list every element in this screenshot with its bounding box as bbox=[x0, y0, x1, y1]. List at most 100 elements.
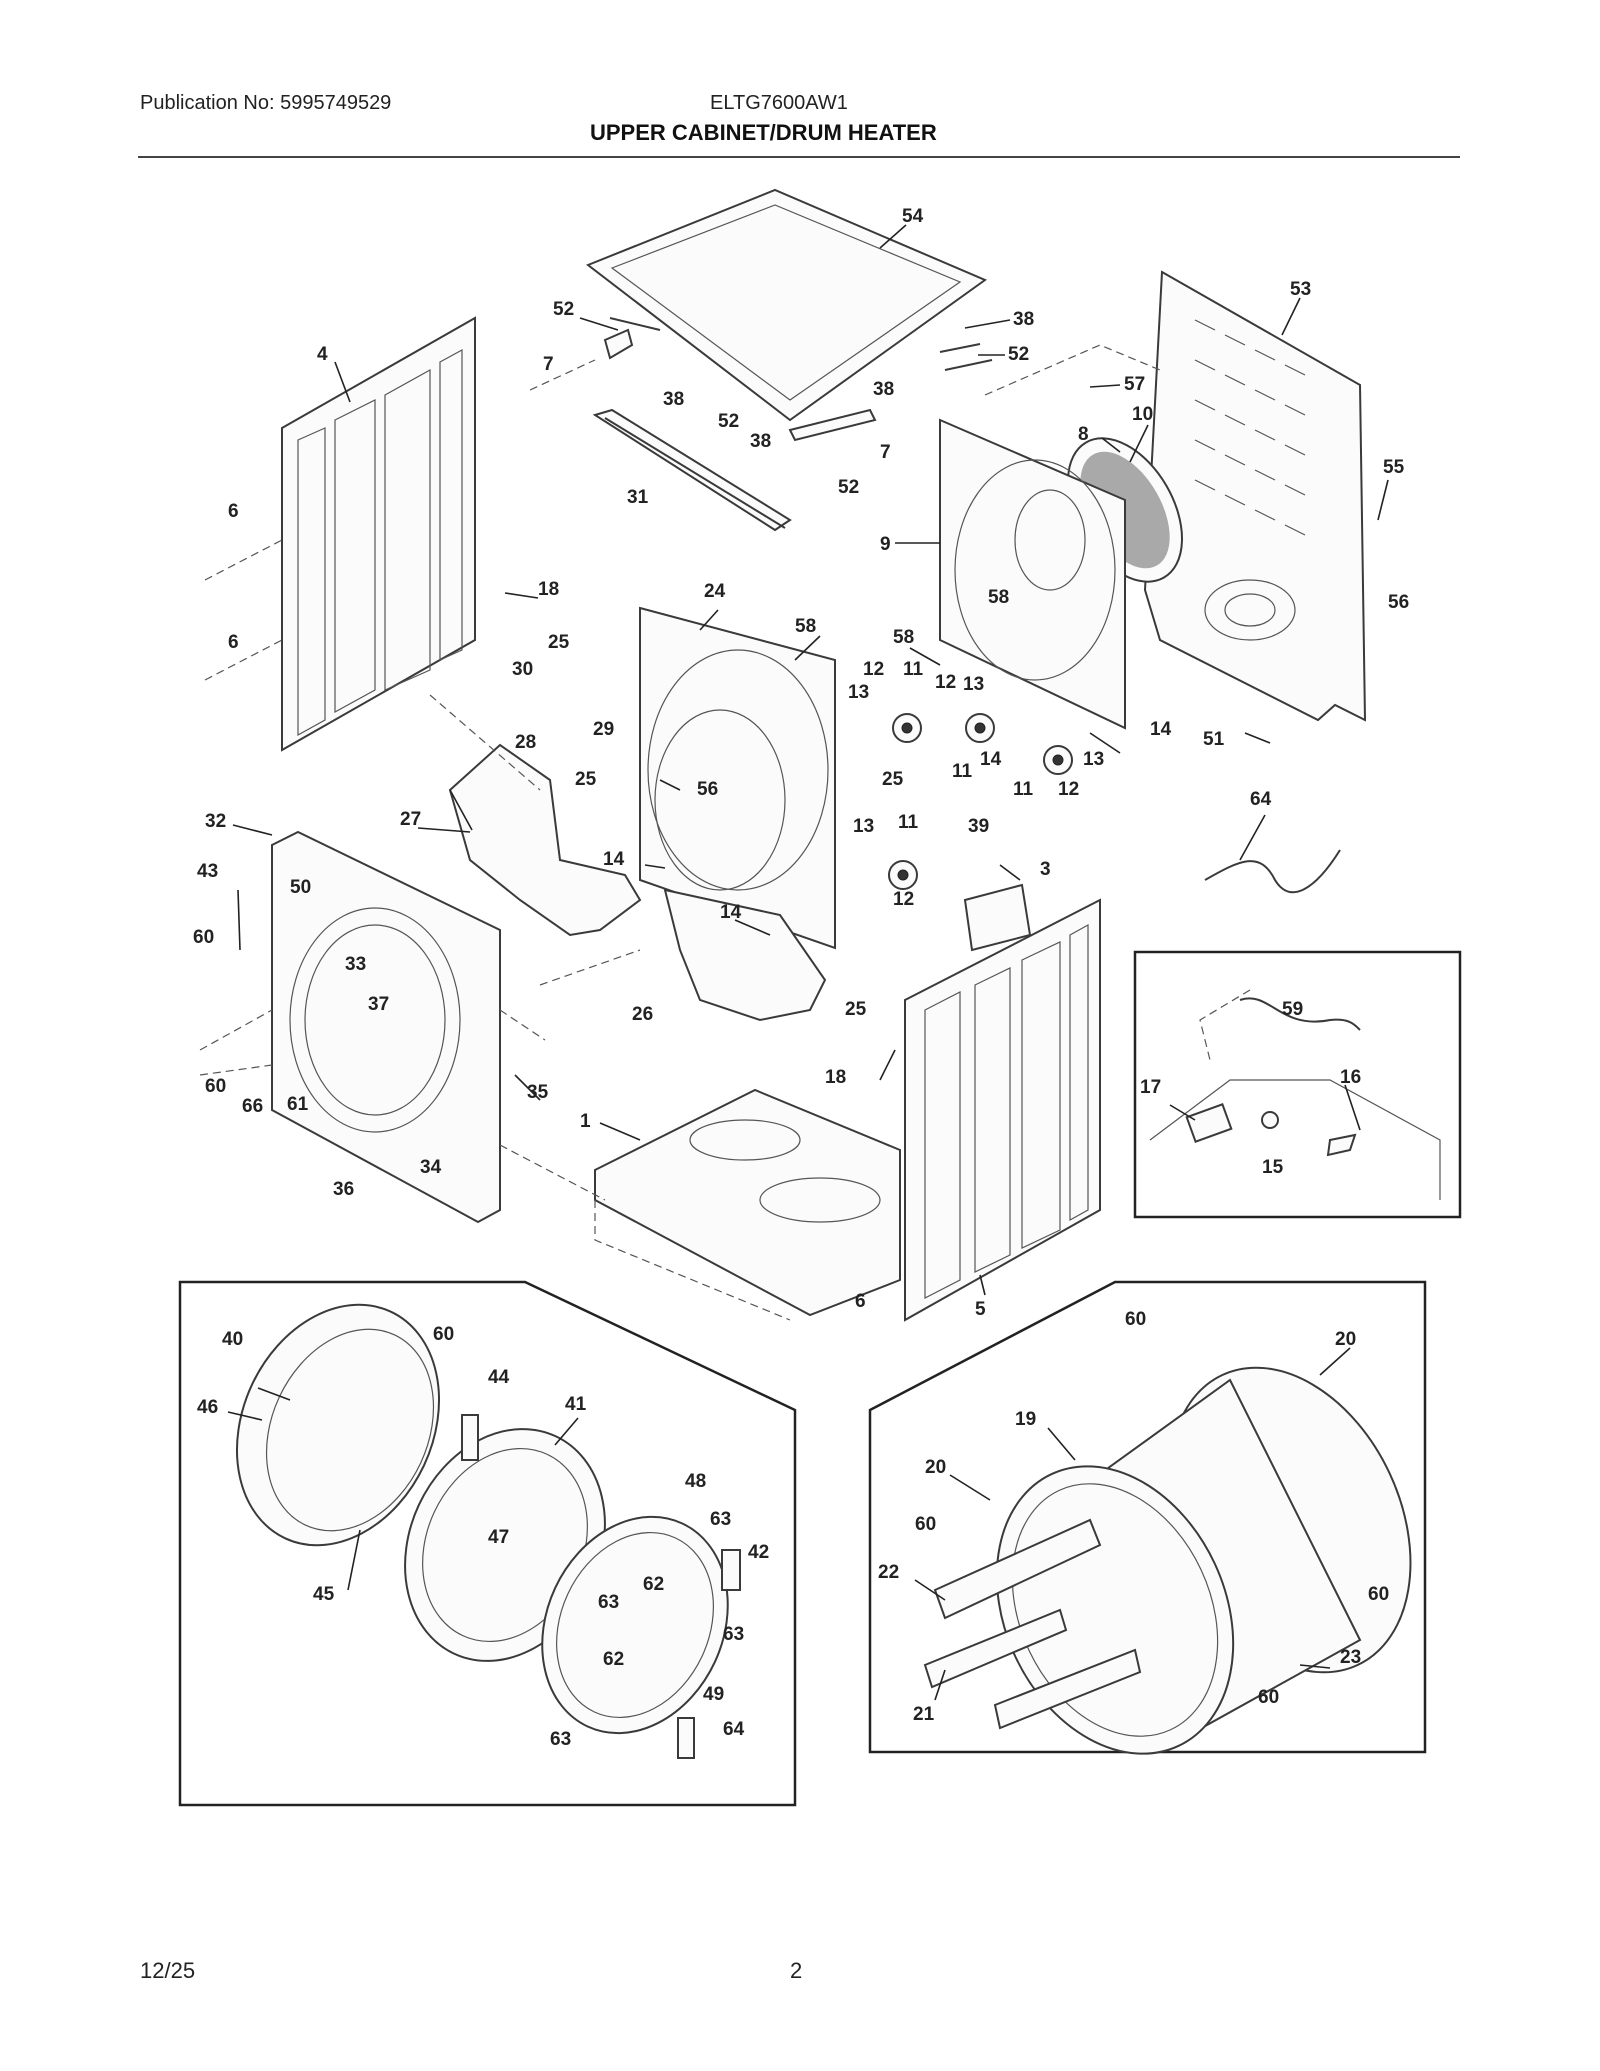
callout-21: 21 bbox=[913, 1704, 935, 1725]
model-number: ELTG7600AW1 bbox=[710, 92, 848, 114]
callout-63: 63 bbox=[598, 1592, 619, 1613]
callout-14: 14 bbox=[1150, 719, 1172, 740]
callout-11: 11 bbox=[1013, 779, 1034, 800]
callout-12: 12 bbox=[935, 672, 956, 693]
callout-57: 57 bbox=[1124, 374, 1145, 395]
callout-62: 62 bbox=[643, 1574, 664, 1595]
callout-20: 20 bbox=[1335, 1329, 1356, 1350]
callout-1: 1 bbox=[580, 1111, 591, 1132]
callout-60: 60 bbox=[1125, 1309, 1146, 1330]
callout-52: 52 bbox=[718, 411, 739, 432]
callout-55: 55 bbox=[1383, 457, 1405, 478]
callout-17: 17 bbox=[1140, 1077, 1161, 1098]
callout-35: 35 bbox=[527, 1082, 549, 1103]
right-side-panel bbox=[904, 898, 1101, 1322]
callout-60: 60 bbox=[433, 1324, 454, 1345]
callout-19: 19 bbox=[1015, 1409, 1036, 1430]
callout-58: 58 bbox=[795, 616, 816, 637]
callout-62: 62 bbox=[603, 1649, 624, 1670]
callout-39: 39 bbox=[968, 816, 989, 837]
callout-18: 18 bbox=[825, 1067, 846, 1088]
callout-49: 49 bbox=[703, 1684, 724, 1705]
callout-60: 60 bbox=[915, 1514, 936, 1535]
callout-11: 11 bbox=[903, 659, 924, 680]
callout-25: 25 bbox=[575, 769, 597, 790]
callout-58: 58 bbox=[893, 627, 914, 648]
callout-14: 14 bbox=[980, 749, 1002, 770]
front-panel bbox=[271, 830, 501, 1224]
callout-6: 6 bbox=[228, 501, 239, 522]
callout-46: 46 bbox=[197, 1397, 218, 1418]
callout-3: 3 bbox=[1040, 859, 1051, 880]
callout-60: 60 bbox=[1368, 1584, 1389, 1605]
power-cord bbox=[1204, 849, 1341, 894]
callout-38: 38 bbox=[663, 389, 684, 410]
front-bulkhead bbox=[639, 606, 836, 950]
callout-24: 24 bbox=[704, 581, 726, 602]
left-side-panel bbox=[281, 316, 476, 752]
callout-11: 11 bbox=[952, 761, 973, 782]
callout-15: 15 bbox=[1262, 1157, 1284, 1178]
callout-7: 7 bbox=[880, 442, 891, 463]
callout-63: 63 bbox=[710, 1509, 731, 1530]
callout-25: 25 bbox=[882, 769, 904, 790]
thermostat-module bbox=[963, 883, 1032, 952]
base-pan bbox=[594, 1088, 901, 1317]
callout-13: 13 bbox=[848, 682, 869, 703]
callout-20: 20 bbox=[925, 1457, 946, 1478]
callout-60: 60 bbox=[205, 1076, 226, 1097]
callout-25: 25 bbox=[548, 632, 570, 653]
callout-31: 31 bbox=[627, 487, 649, 508]
callout-48: 48 bbox=[685, 1471, 706, 1492]
page-title: UPPER CABINET/DRUM HEATER bbox=[590, 120, 937, 145]
inset-drum bbox=[868, 1280, 1427, 1755]
callout-22: 22 bbox=[878, 1562, 899, 1583]
callout-63: 63 bbox=[550, 1729, 571, 1750]
callout-16: 16 bbox=[1340, 1067, 1361, 1088]
callout-64: 64 bbox=[723, 1719, 745, 1740]
assembly-guidelines bbox=[199, 344, 1251, 1321]
callout-23: 23 bbox=[1340, 1647, 1361, 1668]
callout-63: 63 bbox=[723, 1624, 744, 1645]
callout-34: 34 bbox=[420, 1157, 442, 1178]
front-rail bbox=[592, 408, 792, 532]
callout-47: 47 bbox=[488, 1527, 509, 1548]
inset-valve bbox=[1133, 950, 1462, 1219]
rear-panel bbox=[1143, 270, 1367, 722]
callout-13: 13 bbox=[1083, 749, 1104, 770]
callout-53: 53 bbox=[1290, 279, 1311, 300]
callout-18: 18 bbox=[538, 579, 559, 600]
callout-52: 52 bbox=[1008, 344, 1029, 365]
callout-13: 13 bbox=[963, 674, 984, 695]
callout-51: 51 bbox=[1203, 729, 1225, 750]
callout-37: 37 bbox=[368, 994, 389, 1015]
callout-7: 7 bbox=[543, 354, 554, 375]
callout-29: 29 bbox=[593, 719, 614, 740]
top-brackets bbox=[603, 317, 993, 442]
callout-labels: 54 53 52 38 52 7 4 57 38 38 10 52 8 38 7… bbox=[193, 206, 1409, 1750]
callout-6: 6 bbox=[855, 1291, 866, 1312]
callout-12: 12 bbox=[863, 659, 884, 680]
callout-11: 11 bbox=[898, 812, 919, 833]
callout-12: 12 bbox=[1058, 779, 1079, 800]
top-panel bbox=[585, 188, 988, 422]
header-rule bbox=[138, 156, 1460, 158]
callout-54: 54 bbox=[902, 206, 924, 227]
callout-14: 14 bbox=[603, 849, 625, 870]
callout-42: 42 bbox=[748, 1542, 769, 1563]
publication-number: Publication No: 5995749529 bbox=[140, 92, 392, 114]
callout-36: 36 bbox=[333, 1179, 354, 1200]
lint-duct bbox=[663, 888, 827, 1022]
callout-41: 41 bbox=[565, 1394, 587, 1415]
callout-33: 33 bbox=[345, 954, 366, 975]
callout-8: 8 bbox=[1078, 424, 1089, 445]
callout-40: 40 bbox=[222, 1329, 243, 1350]
leader-lines bbox=[227, 224, 1389, 1701]
callout-25: 25 bbox=[845, 999, 867, 1020]
callout-66: 66 bbox=[242, 1096, 263, 1117]
callout-26: 26 bbox=[632, 1004, 653, 1025]
drum-rollers bbox=[888, 713, 1073, 890]
callout-61: 61 bbox=[287, 1094, 309, 1115]
callout-38: 38 bbox=[1013, 309, 1034, 330]
callout-6: 6 bbox=[228, 632, 239, 653]
